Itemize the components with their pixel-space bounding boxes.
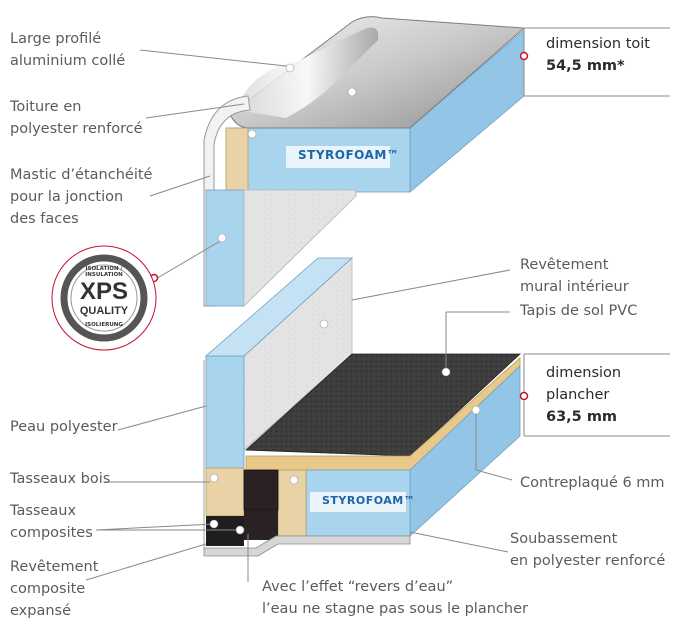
styrofoam-band-top — [286, 146, 390, 168]
aluminium-roll — [236, 27, 379, 119]
label-floor-mat: Tapis de sol PVC — [520, 303, 638, 319]
wood-batten-wall — [205, 467, 245, 517]
roof-dimension-number: 54,5 mm* — [546, 58, 625, 74]
label-wood-battens: Tasseaux bois — [10, 471, 111, 487]
lower-wall-foam — [205, 355, 245, 469]
upper-inner-wall — [243, 189, 357, 307]
floor-dimension-label-2: plancher — [546, 387, 610, 403]
label-roof: Toiture en polyester renforcé — [10, 99, 143, 137]
composite-batten-2 — [244, 510, 278, 540]
upper-wall-foam — [205, 189, 245, 307]
badge-ring-top: ISOLATION / INSULATION — [85, 266, 123, 278]
label-water-effect: Avec l’effet “revers d’eau” l’eau ne sta… — [262, 579, 528, 617]
roof-wood-batten — [225, 127, 249, 193]
label-polyester-skin: Peau polyester — [10, 419, 118, 435]
leader-lines — [85, 27, 670, 582]
label-mastic: Mastic d’étanchéité pour la jonction des… — [10, 167, 153, 227]
label-plywood: Contreplaqué 6 mm — [520, 475, 665, 491]
xps-quality-badge — [51, 245, 157, 351]
label-underbody: Soubassement en polyester renforcé — [510, 531, 666, 569]
floor-section — [203, 257, 522, 557]
roof-section — [203, 16, 526, 307]
dimension-dots — [149, 51, 529, 401]
styrofoam-band-bottom — [310, 492, 406, 512]
underbody-skin — [203, 360, 411, 557]
roof-dimension-value: 54,5 mm* — [546, 55, 625, 77]
label-composite-battens: Tasseaux composites — [10, 503, 93, 541]
lower-wall-top — [204, 257, 354, 357]
styrofoam-label-top: STYROFOAM™ — [298, 148, 400, 162]
floor-dimension-label-1: dimension — [546, 365, 622, 381]
styrofoam-label-bottom: STYROFOAM™ — [322, 494, 416, 507]
floor-dimension-value: 63,5 mm — [546, 406, 617, 428]
wood-batten-mid — [243, 469, 279, 511]
roof-dimension-label: dimension toit — [546, 36, 650, 52]
floor-pvc-mat — [245, 353, 522, 457]
floor-dimension-number: 63,5 mm — [546, 409, 618, 425]
badge-main: XPS — [79, 278, 129, 305]
badge-sub: QUALITY — [79, 305, 129, 317]
marker-dots — [209, 63, 481, 535]
label-large-profile: Large profilé aluminium collé — [10, 31, 126, 69]
label-wall-covering: Revêtement mural intérieur — [520, 257, 629, 295]
badge-ring-bottom: ISOLIERUNG — [85, 322, 123, 328]
label-expanded-composite: Revêtement composite expansé — [10, 559, 99, 619]
